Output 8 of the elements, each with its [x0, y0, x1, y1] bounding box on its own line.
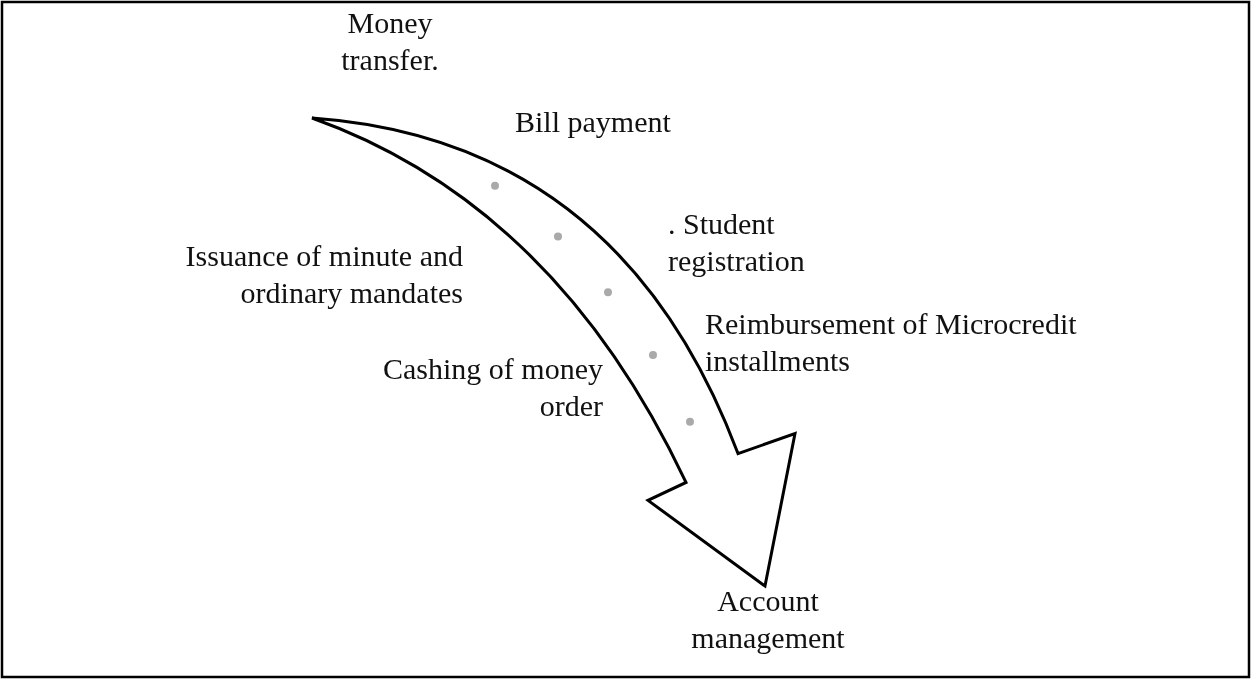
node-label: Account management: [683, 582, 853, 656]
node-label: Money transfer.: [320, 4, 460, 78]
service-label: . Student registration: [668, 206, 806, 279]
service-label: Reimbursement of Microcredit installments: [705, 306, 1078, 379]
service-label: Cashing of money order: [382, 351, 603, 424]
service-label: Issuance of minute and ordinary mandates: [184, 238, 463, 311]
service-label: Bill payment: [515, 104, 672, 140]
curved-block-arrow: [310, 116, 797, 588]
